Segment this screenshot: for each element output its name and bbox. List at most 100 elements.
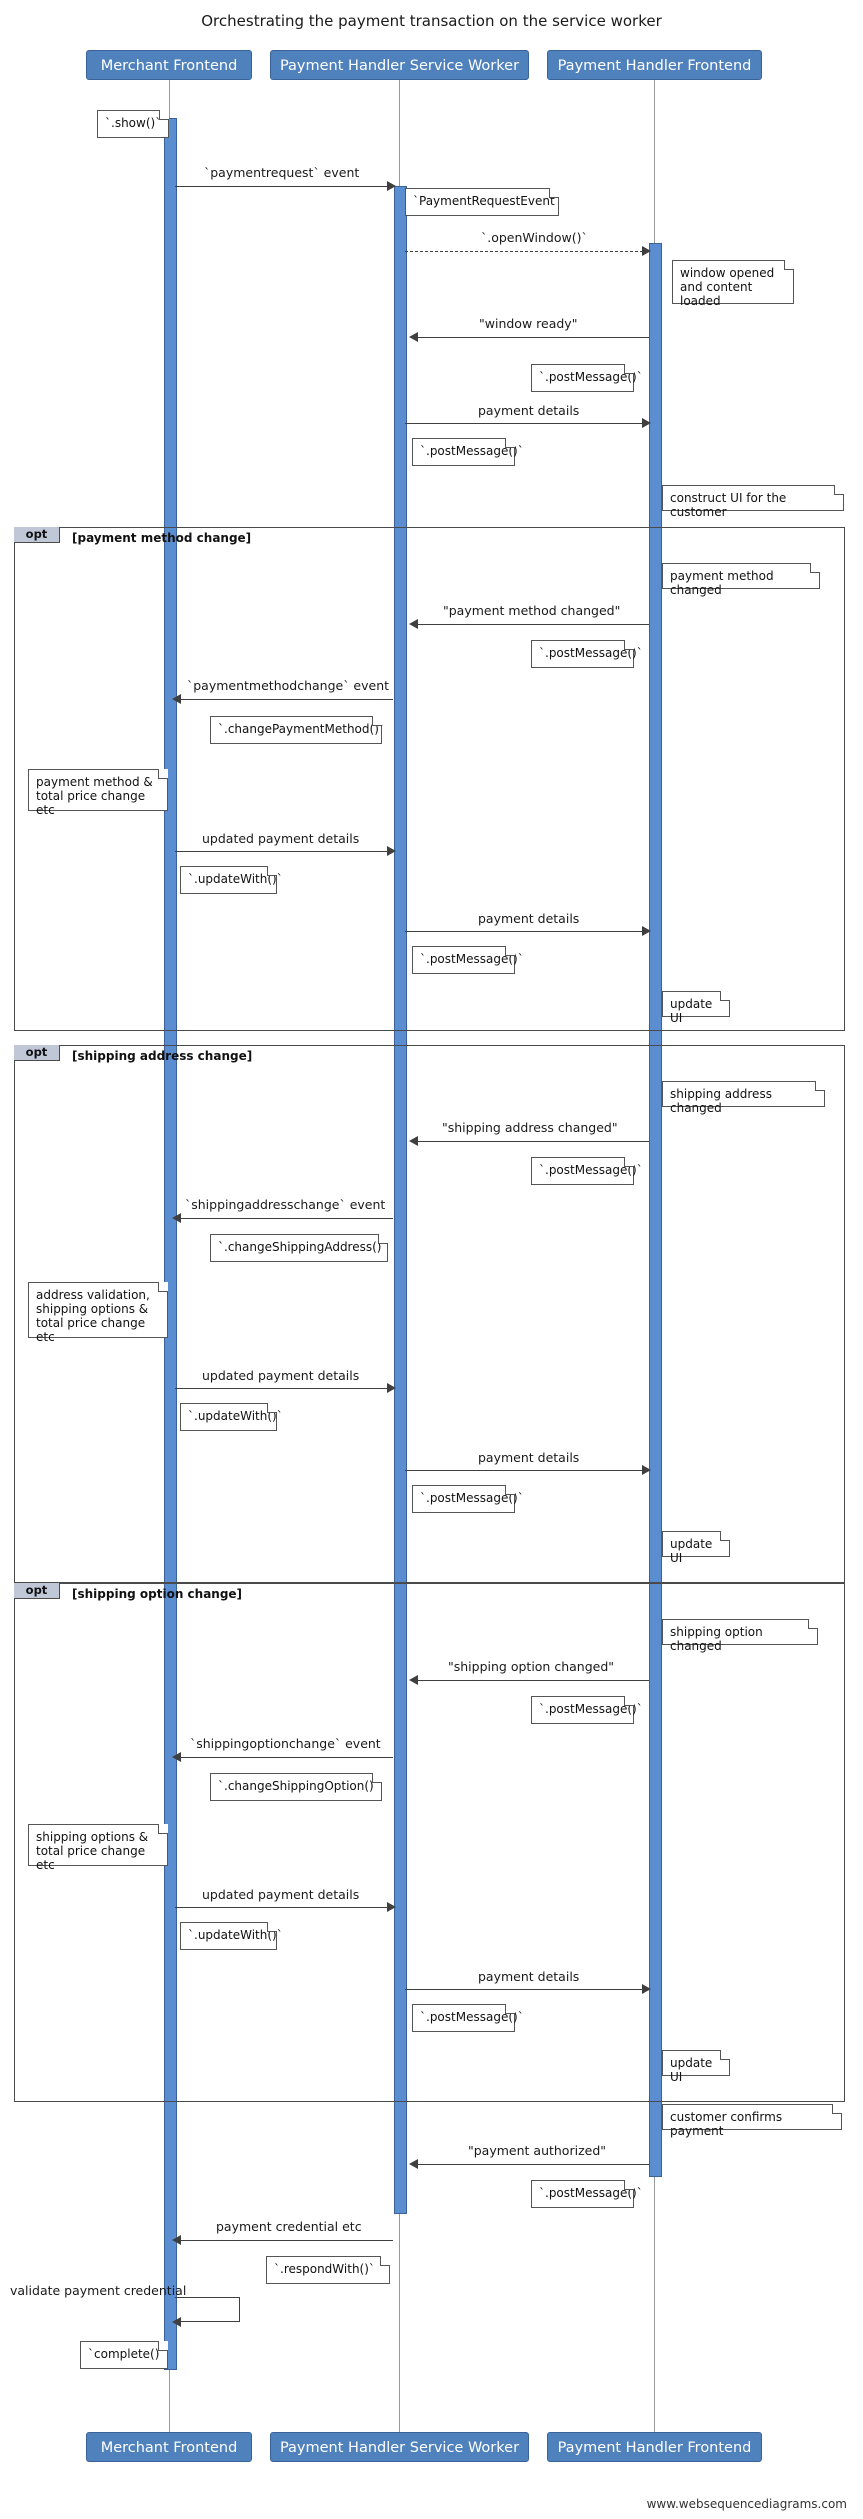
note-post-message-3: `.postMessage()` (531, 640, 643, 668)
message-arrow-updated-payment-details-2 (387, 1383, 396, 1393)
note-change-payment-method: `.changePaymentMethod()` (210, 716, 385, 744)
note-payment-method-total-price: payment method & total price change etc (28, 769, 168, 817)
message-line-window-ready (417, 337, 649, 338)
message-arrow-paymentrequest (387, 181, 396, 191)
message-arrow-shippingaddresschange (172, 1213, 181, 1223)
note-payment-method-changed: payment method changed (662, 563, 820, 597)
note-show: `.show()` (97, 110, 169, 138)
note-update-with-3: `.updateWith()` (180, 1922, 283, 1950)
note-customer-confirms-payment: customer confirms payment (662, 2104, 842, 2138)
actor-merchant-frontend-top[interactable]: Merchant Frontend (86, 50, 252, 80)
note-change-shipping-option: `.changeShippingOption()` (210, 1773, 382, 1801)
message-arrow-open-window (642, 246, 651, 256)
fragment-label-opt-2: opt (14, 1045, 60, 1061)
message-label-payment-method-changed: "payment method changed" (443, 603, 621, 618)
note-respond-with: `.respondWith()` (266, 2256, 390, 2284)
message-line-payment-details-3 (405, 1470, 643, 1471)
message-arrow-updated-payment-details-1 (387, 846, 396, 856)
note-shipping-address-changed: shipping address changed (662, 1081, 825, 1115)
note-post-message-5: `.postMessage()` (531, 1157, 643, 1185)
actor-payment-handler-service-worker-top[interactable]: Payment Handler Service Worker (270, 50, 529, 80)
message-label-paymentmethodchange: `paymentmethodchange` event (187, 678, 390, 693)
message-arrow-payment-credential (172, 2235, 181, 2245)
message-label-payment-details-1: payment details (478, 403, 580, 418)
note-window-opened: window opened and content loaded (672, 260, 794, 308)
note-post-message-7: `.postMessage()` (531, 1696, 643, 1724)
message-label-payment-details-4: payment details (478, 1969, 580, 1984)
message-label-shippingaddresschange: `shippingaddresschange` event (185, 1197, 386, 1212)
message-line-updated-payment-details-3 (175, 1907, 388, 1908)
message-line-payment-method-changed (417, 624, 649, 625)
note-update-ui-3: update UI (662, 2050, 730, 2084)
activation-payment-handler-frontend (649, 243, 662, 2177)
message-arrow-window-ready (409, 332, 418, 342)
message-label-shipping-option-changed: "shipping option changed" (448, 1659, 615, 1674)
actor-merchant-frontend-bottom[interactable]: Merchant Frontend (86, 2432, 252, 2462)
message-label-payment-details-3: payment details (478, 1450, 580, 1465)
activation-merchant (164, 118, 177, 2370)
message-line-shippingaddresschange (180, 1218, 393, 1219)
note-construct-ui: construct UI for the customer (662, 485, 844, 519)
fragment-condition-3: [shipping option change] (72, 1587, 243, 1601)
diagram-title: Orchestrating the payment transaction on… (201, 12, 662, 30)
fragment-condition-2: [shipping address change] (72, 1049, 253, 1063)
message-line-shippingoptionchange (180, 1757, 393, 1758)
message-label-updated-payment-details-3: updated payment details (202, 1887, 360, 1902)
message-arrow-payment-details-4 (642, 1984, 651, 1994)
message-label-shipping-address-changed: "shipping address changed" (442, 1120, 618, 1135)
note-update-with-1: `.updateWith()` (180, 866, 283, 894)
note-update-ui-1: update UI (662, 991, 730, 1025)
fragment-label-opt-3: opt (14, 1583, 60, 1599)
actor-payment-handler-frontend-top[interactable]: Payment Handler Frontend (547, 50, 762, 80)
message-line-payment-authorized (417, 2164, 649, 2165)
actor-payment-handler-service-worker-bottom[interactable]: Payment Handler Service Worker (270, 2432, 529, 2462)
note-payment-request-event: `PaymentRequestEvent` (405, 188, 561, 216)
message-arrow-payment-details-2 (642, 926, 651, 936)
message-arrow-payment-details-1 (642, 418, 651, 428)
note-post-message-8: `.postMessage()` (412, 2004, 524, 2032)
message-arrow-shipping-address-changed (409, 1136, 418, 1146)
message-line-shipping-option-changed (417, 1680, 649, 1681)
message-arrow-payment-authorized (409, 2159, 418, 2169)
message-line-payment-details-4 (405, 1989, 643, 1990)
message-arrow-shippingoptionchange (172, 1752, 181, 1762)
message-line-payment-details-2 (405, 931, 643, 932)
message-label-payment-details-2: payment details (478, 911, 580, 926)
message-line-paymentmethodchange (180, 699, 393, 700)
activation-service-worker (394, 186, 407, 2214)
note-post-message-6: `.postMessage()` (412, 1485, 524, 1513)
message-arrow-updated-payment-details-3 (387, 1902, 396, 1912)
message-label-validate-credential: validate payment credential (10, 2283, 187, 2298)
note-address-validation: address validation, shipping options & t… (28, 1282, 168, 1344)
note-post-message-4: `.postMessage()` (412, 946, 524, 974)
message-line-shipping-address-changed (417, 1141, 649, 1142)
message-arrow-shipping-option-changed (409, 1675, 418, 1685)
message-arrow-payment-method-changed (409, 619, 418, 629)
message-label-updated-payment-details-2: updated payment details (202, 1368, 360, 1383)
actor-payment-handler-frontend-bottom[interactable]: Payment Handler Frontend (547, 2432, 762, 2462)
note-post-message-2: `.postMessage()` (412, 438, 524, 466)
note-shipping-options-total-price: shipping options & total price change et… (28, 1824, 168, 1872)
message-label-payment-authorized: "payment authorized" (468, 2143, 607, 2158)
message-loop-validate-credential (175, 2297, 240, 2322)
message-line-paymentrequest (175, 186, 388, 187)
message-line-updated-payment-details-1 (175, 851, 388, 852)
footer-attribution: www.websequencediagrams.com (646, 2497, 847, 2511)
message-label-payment-credential: payment credential etc (216, 2219, 362, 2234)
message-label-open-window: `.openWindow()` (481, 230, 588, 245)
message-line-payment-credential (180, 2240, 393, 2241)
fragment-condition-1: [payment method change] (72, 531, 252, 545)
message-label-paymentrequest: `paymentrequest` event (204, 165, 360, 180)
fragment-label-opt-1: opt (14, 527, 60, 543)
message-label-updated-payment-details-1: updated payment details (202, 831, 360, 846)
note-post-message-9: `.postMessage()` (531, 2180, 643, 2208)
fragment-opt-shipping-address-change (14, 1045, 845, 1583)
note-change-shipping-address: `.changeShippingAddress()` (210, 1234, 388, 1262)
fragment-opt-payment-method-change (14, 527, 845, 1031)
note-shipping-option-changed: shipping option changed (662, 1619, 818, 1653)
fragment-opt-shipping-option-change (14, 1583, 845, 2102)
note-complete: `complete()` (80, 2341, 168, 2369)
message-label-window-ready: "window ready" (479, 316, 578, 331)
message-arrow-paymentmethodchange (172, 694, 181, 704)
